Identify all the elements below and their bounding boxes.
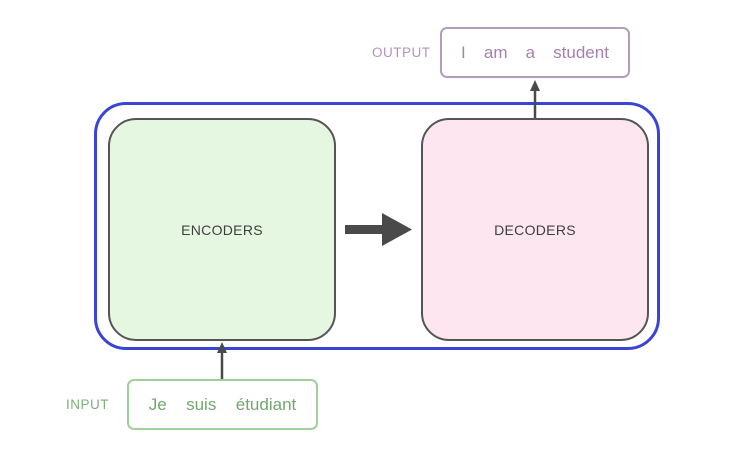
input-label: INPUT bbox=[66, 397, 109, 412]
encoders-block: ENCODERS bbox=[108, 118, 336, 341]
output-box: I am a student bbox=[440, 27, 630, 78]
output-label: OUTPUT bbox=[372, 45, 431, 60]
output-token: a bbox=[525, 42, 536, 62]
output-token: am bbox=[483, 42, 508, 62]
encoders-label: ENCODERS bbox=[181, 221, 263, 238]
input-token: Je bbox=[148, 394, 167, 414]
output-token: I bbox=[461, 42, 466, 62]
model-frame bbox=[94, 102, 660, 350]
output-token: student bbox=[553, 42, 609, 62]
decoders-block: DECODERS bbox=[421, 118, 649, 341]
decoders-label: DECODERS bbox=[494, 221, 576, 238]
input-box: Je suis étudiant bbox=[127, 379, 318, 430]
input-token: étudiant bbox=[235, 394, 297, 414]
input-token: suis bbox=[186, 394, 217, 414]
